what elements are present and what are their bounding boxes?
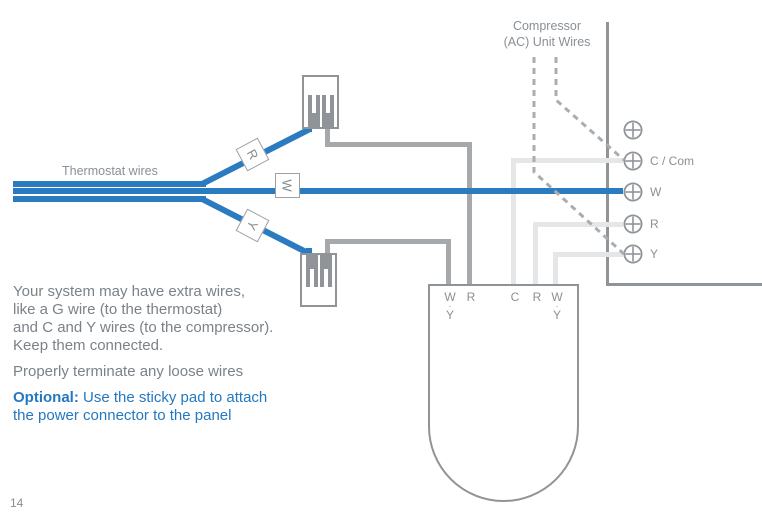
thermostat-wire-r-left bbox=[13, 181, 206, 187]
optional-text-line2: the power connector to the panel bbox=[13, 407, 232, 424]
power-connector: W · Y R C R W · Y bbox=[428, 284, 579, 502]
terminal-screw-icon bbox=[623, 120, 643, 140]
note-line: Keep them connected. bbox=[13, 337, 164, 354]
terminal-screw-icon bbox=[623, 244, 643, 264]
wire-c-vertical bbox=[511, 158, 516, 284]
wire-nut-prong bbox=[306, 255, 318, 287]
connector-terminal-label: W bbox=[444, 290, 456, 304]
connector-terminal-label: C bbox=[510, 290, 520, 304]
terminal-c-com: C / Com bbox=[623, 151, 694, 171]
connector-terminal-label bbox=[526, 309, 548, 321]
note-line: and C and Y wires (to the compressor). bbox=[13, 319, 274, 336]
wire-tag-y: Y bbox=[235, 208, 270, 243]
compressor-wire-dashed-1 bbox=[554, 57, 625, 162]
connector-terminal-label: R bbox=[532, 290, 542, 304]
connector-terminal-label: Y bbox=[552, 308, 561, 322]
terminal-screw-icon bbox=[623, 151, 643, 171]
compressor-unit-wires-label: Compressor (AC) Unit Wires bbox=[477, 18, 617, 50]
terminal-blank bbox=[623, 120, 643, 140]
wire-nut2-vertical bbox=[446, 239, 451, 284]
wire-nut-prong bbox=[308, 95, 320, 127]
note-line: like a G wire (to the thermostat) bbox=[13, 301, 223, 318]
wire-y2-vertical bbox=[553, 252, 558, 284]
thermostat-wire-y-left bbox=[13, 196, 206, 202]
wire-tag-w: W bbox=[275, 173, 300, 198]
wire-nut-prong bbox=[322, 95, 334, 127]
connector-terminal-label: R bbox=[466, 290, 476, 304]
thermostat-wires-label: Thermostat wires bbox=[62, 164, 158, 178]
panel-edge-horizontal bbox=[606, 283, 762, 286]
connector-terminal-r-right: R bbox=[526, 291, 548, 321]
page-number: 14 bbox=[10, 496, 24, 510]
wire-nut1-stub bbox=[325, 127, 330, 144]
wire-nut-icon bbox=[300, 253, 337, 307]
terminal-w: W bbox=[623, 182, 661, 202]
compressor-label-line2: (AC) Unit Wires bbox=[503, 35, 591, 49]
connector-terminal-wy-left: W · Y bbox=[439, 291, 461, 321]
thermostat-wire-w bbox=[13, 188, 623, 194]
wire-tag-y-label: Y bbox=[243, 218, 262, 233]
wire-nut1-horizontal bbox=[325, 142, 472, 147]
terminal-screw-icon bbox=[623, 182, 643, 202]
wire-tag-r-label: R bbox=[243, 146, 262, 163]
wire-y2-horizontal bbox=[553, 252, 623, 257]
connector-terminal-separator: · bbox=[448, 301, 452, 311]
optional-text-line1: Use the sticky pad to attach bbox=[78, 389, 268, 406]
wire-nut2-horizontal bbox=[325, 239, 451, 244]
terminal-label: W bbox=[650, 185, 662, 199]
wire-tag-w-label: W bbox=[280, 179, 295, 192]
wire-c-horizontal bbox=[511, 158, 623, 163]
panel-edge-vertical bbox=[606, 22, 609, 283]
terminal-r: R bbox=[623, 214, 659, 234]
connector-terminal-label: Y bbox=[445, 308, 454, 322]
wire-nut-icon bbox=[302, 75, 339, 129]
wire-r2-horizontal bbox=[533, 222, 623, 227]
optional-label: Optional: bbox=[13, 389, 79, 406]
connector-terminal-wy-right: W · Y bbox=[546, 291, 568, 321]
connector-terminal-separator: · bbox=[555, 301, 559, 311]
connector-terminal-c: C bbox=[504, 291, 526, 321]
connector-terminal-r-left: R bbox=[460, 291, 482, 321]
instruction-notes: Your system may have extra wires, like a… bbox=[13, 283, 293, 425]
wire-nut2-stub bbox=[325, 239, 330, 255]
terminal-label: R bbox=[650, 217, 659, 231]
connector-terminal-label bbox=[460, 309, 482, 321]
terminate-wires-note: Properly terminate any loose wires bbox=[13, 363, 244, 380]
terminal-screw-icon bbox=[623, 214, 643, 234]
compressor-label-line1: Compressor bbox=[512, 19, 582, 33]
terminal-y: Y bbox=[623, 244, 658, 264]
connector-terminal-label bbox=[504, 309, 526, 321]
terminal-label: Y bbox=[650, 247, 659, 261]
connector-terminal-label: W bbox=[551, 290, 563, 304]
optional-sticky-pad-note: Optional: Use the sticky pad to attach t… bbox=[13, 389, 293, 425]
wire-nut-prong bbox=[320, 255, 332, 287]
terminal-label: C / Com bbox=[650, 154, 695, 168]
wire-nut1-vertical bbox=[467, 142, 472, 284]
wire-r2-vertical bbox=[533, 222, 538, 284]
note-line: Your system may have extra wires, bbox=[13, 283, 246, 300]
